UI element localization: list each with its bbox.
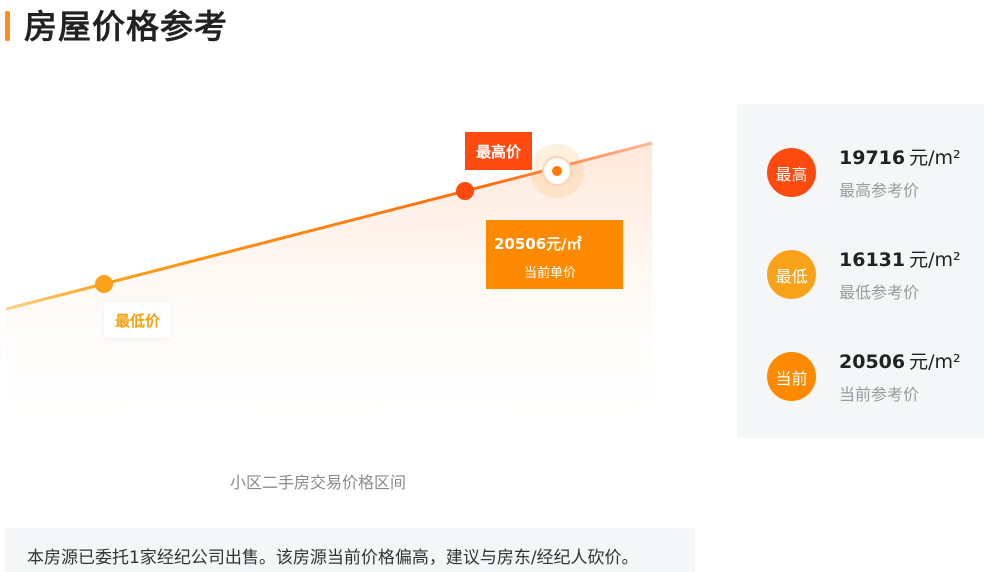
- pricing-notice: 本房源已委托1家经纪公司出售。该房源当前价格偏高，建议与房东/经纪人砍价。: [5, 528, 695, 572]
- current-reference-number: 20506: [839, 351, 906, 373]
- highest-price-label: 最高参考价: [839, 181, 920, 200]
- current-reference-label: 当前参考价: [839, 385, 920, 404]
- current-reference-unit: 元/m²: [909, 351, 961, 373]
- low-price-tag: 最低价: [104, 302, 171, 338]
- current-price-label: 当前单价: [524, 266, 577, 281]
- highest-badge: 最高: [767, 148, 816, 197]
- highest-price-number: 19716: [839, 147, 906, 169]
- current-price-value: 20506元/㎡: [494, 235, 582, 253]
- chart-caption: 小区二手房交易价格区间: [230, 473, 407, 492]
- title-accent-bar: [5, 11, 10, 41]
- lowest-price-unit: 元/m²: [909, 249, 961, 271]
- lowest-price-number: 16131: [839, 249, 906, 271]
- lowest-price-label: 最低参考价: [839, 283, 920, 302]
- high-price-tag: 最高价: [465, 132, 532, 170]
- current-price-box: 20506元/㎡ 当前单价: [486, 220, 623, 289]
- high-price-point: [456, 182, 474, 200]
- current-badge: 当前: [767, 352, 816, 401]
- range-area: [6, 143, 652, 440]
- pricing-notice-text: 本房源已委托1家经纪公司出售。该房源当前价格偏高，建议与房东/经纪人砍价。: [27, 548, 639, 568]
- page-title: 房屋价格参考: [24, 7, 228, 46]
- low-price-point: [95, 275, 113, 293]
- current-price-point: [552, 166, 562, 176]
- lowest-badge: 最低: [767, 250, 816, 299]
- highest-price-unit: 元/m²: [909, 147, 961, 169]
